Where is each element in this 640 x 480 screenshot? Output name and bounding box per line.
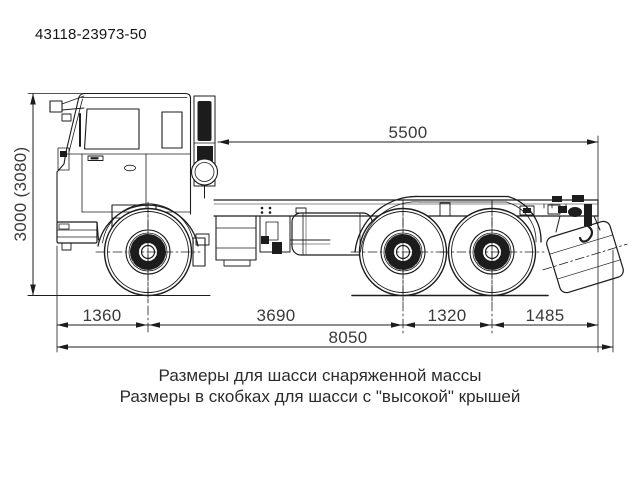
transmission-parts (259, 215, 331, 254)
dim-label-cab-to-rear: 5500 (388, 123, 428, 142)
dim-label-wheelbase: 3690 (256, 306, 296, 325)
dim-label-front-overhang: 1360 (82, 306, 122, 325)
dimension-lines (27, 93, 614, 353)
dim-label-total-length: 8050 (328, 328, 368, 347)
spare-wheel (542, 220, 628, 294)
tow-hitch (519, 195, 594, 243)
air-intake-stack (190, 95, 219, 199)
caption-line-2: Размеры в скобках для шасси с "высокой" … (119, 387, 521, 406)
drawing-caption: Размеры для шасси снаряженной массы Разм… (120, 365, 521, 407)
dim-label-rear-overhang: 1485 (525, 306, 565, 325)
battery-box (215, 215, 257, 267)
caption-line-1: Размеры для шасси снаряженной массы (158, 366, 482, 385)
dim-label-height: 3000 (3080) (11, 146, 30, 242)
model-code: 43118-23973-50 (35, 26, 147, 43)
dim-label-bogie-spacing: 1320 (427, 306, 467, 325)
